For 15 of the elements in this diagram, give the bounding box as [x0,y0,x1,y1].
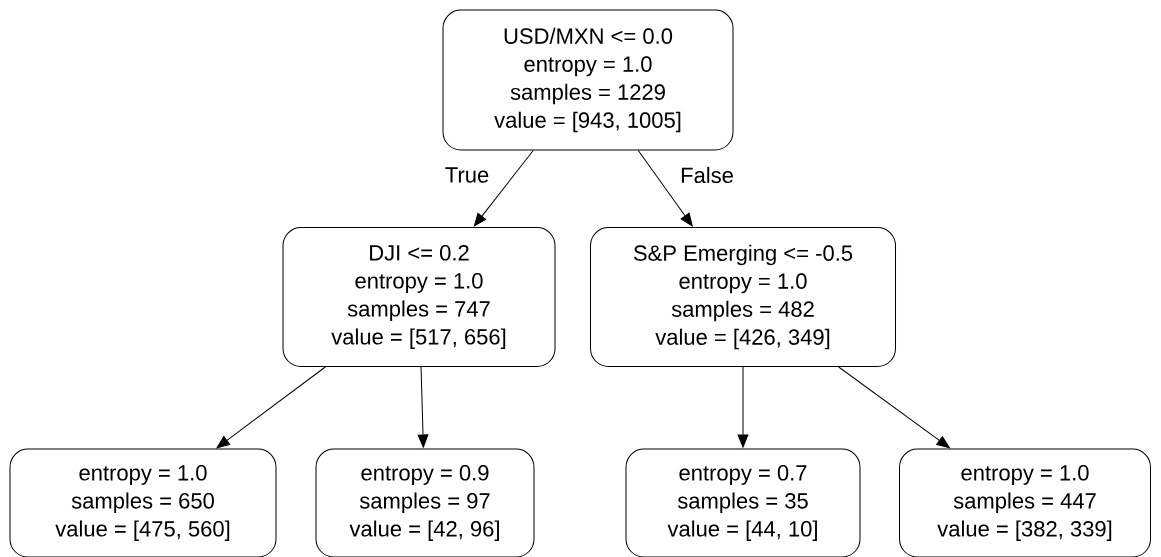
tree-node-box: DJI <= 0.2 entropy = 1.0 samples = 747 value = [517, 656] [282,227,556,367]
tree-node-box: S&P Emerging <= -0.5 entropy = 1.0 samples = 482 value = [426, 349] [590,227,896,367]
arrow [637,150,693,227]
arrow [216,366,326,449]
arrow [737,366,749,448]
tree-node-box: entropy = 0.9 samples = 97 value = [42, 96] [315,448,535,557]
edge-label: True [445,167,489,183]
arrow [417,366,429,448]
tree-node-box: entropy = 1.0 samples = 447 value = [382, 339] [899,448,1151,557]
tree-node-box: entropy = 0.7 samples = 35 value = [44, 10] [625,448,861,557]
tree-node-box: entropy = 1.0 samples = 650 value = [475, 560] [9,448,277,557]
arrow [838,366,950,449]
arrow [473,150,534,227]
edge-label: False [681,166,733,184]
tree-node-box: USD/MXN <= 0.0 entropy = 1.0 samples = 1229 value = [943, 1005] [442,9,734,151]
